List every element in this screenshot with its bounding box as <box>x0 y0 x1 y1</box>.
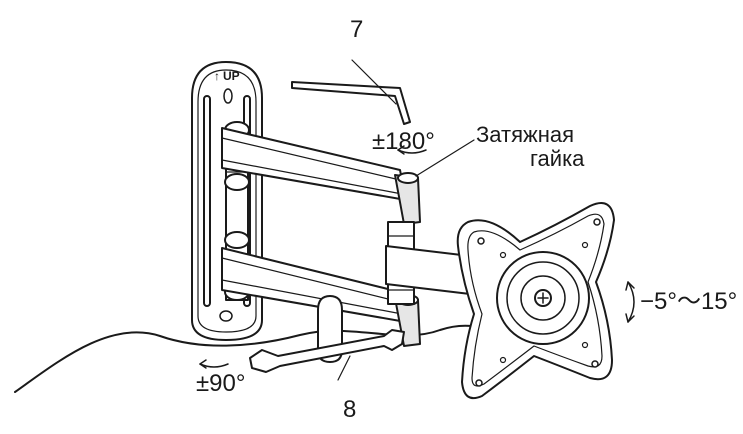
tilt-arrow <box>627 281 635 323</box>
lower-arm <box>221 247 421 347</box>
wrench <box>249 329 405 373</box>
up-arrow-icon: ↑ <box>214 69 220 83</box>
part-8-label: 8 <box>343 396 357 423</box>
rotate-90-label: ±90° <box>196 370 246 397</box>
rotate-180-label: ±180° <box>372 128 435 155</box>
part-7-label: 7 <box>350 16 364 43</box>
vesa-plate <box>456 202 615 400</box>
tension-nut-label-line2: гайка <box>530 146 585 171</box>
cable <box>14 324 506 393</box>
up-mark: UP <box>223 69 240 83</box>
tilt-range-label: −5°～15° <box>640 288 738 315</box>
tension-nut-label-line1: Затяжная <box>476 122 575 147</box>
upper-arm <box>221 127 421 225</box>
hex-key <box>291 81 411 125</box>
